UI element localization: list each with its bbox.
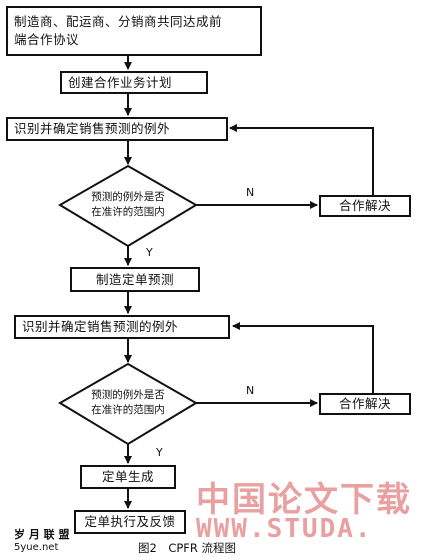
order-execute-box: 定单执行及反馈	[74, 510, 186, 534]
no-label-2: N	[246, 384, 255, 397]
yes-label-2: Y	[156, 446, 163, 459]
loop-resolve1-box3	[229, 124, 374, 195]
watermark-cn: 中国论文下载	[196, 480, 412, 520]
order-execute-label: 定单执行及反馈	[84, 514, 176, 529]
order-generate-box: 定单生成	[80, 465, 176, 489]
site-logo: 岁 月 联 盟	[14, 528, 70, 541]
resolve-box-2: 合作解决	[319, 393, 411, 415]
figure-caption: 图2 CPFR 流程图	[138, 541, 237, 555]
resolve-box-1: 合作解决	[319, 195, 411, 217]
watermark-url: WWW.STUDA.	[196, 514, 373, 544]
forecast-label: 制造定单预测	[95, 271, 174, 287]
plan-label: 创建合作业务计划	[68, 74, 173, 90]
identify-box-1: 识别并确定销售预测的例外	[6, 117, 228, 141]
decision1-line1: 预测的例外是否	[91, 191, 165, 203]
plan-box: 创建合作业务计划	[60, 71, 208, 94]
agreement-line1: 制造商、配运商、分销商共同达成前	[14, 14, 223, 29]
order-generate-label: 定单生成	[101, 469, 154, 484]
decision2-line2: 在准许的范围内	[91, 404, 165, 416]
forecast-box: 制造定单预测	[70, 267, 200, 292]
identify-label-1: 识别并确定销售预测的例外	[14, 121, 171, 136]
agreement-box: 制造商、配运商、分销商共同达成前 端合作协议	[6, 6, 262, 56]
resolve-label-1: 合作解决	[338, 198, 391, 213]
agreement-line2: 端合作协议	[14, 32, 80, 47]
resolve-label-2: 合作解决	[338, 396, 391, 411]
site-url: 5yue.net	[14, 542, 59, 553]
no-label-1: N	[246, 186, 255, 199]
decision1-text: 预测的例外是否 在准许的范围内	[76, 190, 180, 220]
identify-box-2: 识别并确定销售预测的例外	[14, 315, 230, 339]
identify-label-2: 识别并确定销售预测的例外	[22, 319, 179, 334]
yes-label-1: Y	[146, 246, 153, 259]
decision2-line1: 预测的例外是否	[91, 389, 165, 401]
loop-resolve2-box5	[232, 322, 374, 393]
decision2-text: 预测的例外是否 在准许的范围内	[76, 388, 180, 418]
decision1-line2: 在准许的范围内	[91, 206, 165, 218]
